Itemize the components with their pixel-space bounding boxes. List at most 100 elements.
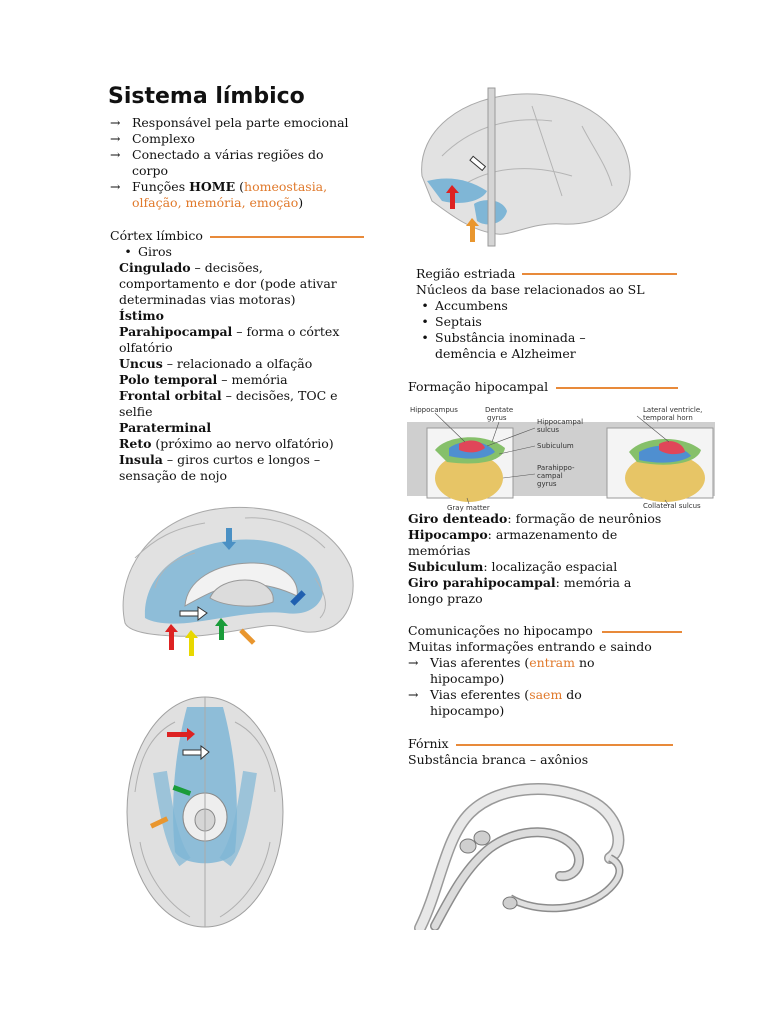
text-line: Subiculum: localização espacial <box>408 559 661 575</box>
term: Reto <box>119 436 152 451</box>
list-item: hipocampo) <box>430 671 505 686</box>
description: : armazenamento de <box>487 527 618 542</box>
text-line: Giro parahipocampal: memória a <box>408 575 661 591</box>
text-line: sensação de nojo <box>119 468 339 484</box>
text-line: Ístimo <box>119 308 339 324</box>
text-line: Uncus – relacionado a olfação <box>119 356 339 372</box>
description: (próximo ao nervo olfatório) <box>151 436 334 451</box>
divider <box>556 387 678 389</box>
hipocampal-heading: Formação hipocampal <box>408 379 549 394</box>
text-line: Frontal orbital – decisões, TOC e <box>119 388 339 404</box>
text-line: Giro denteado: formação de neurônios <box>408 511 661 527</box>
list-item: hipocampo) <box>430 703 505 718</box>
description: memórias <box>408 543 471 558</box>
term: Hipocampo <box>408 527 488 542</box>
comunicacoes-heading: Comunicações no hipocampo <box>408 623 593 638</box>
arrow-icon: → <box>408 655 419 670</box>
svg-text:Gray matter: Gray matter <box>447 504 490 512</box>
list-item: →Vias eferentes (saem do <box>408 687 582 702</box>
ventral-brain-figure <box>115 692 295 932</box>
list-item: →Complexo <box>110 131 195 146</box>
term: Frontal orbital <box>119 388 222 403</box>
term: Paraterminal <box>119 420 212 435</box>
text-line: olfatório <box>119 340 339 356</box>
description: – decisões, <box>190 260 263 275</box>
divider <box>522 273 677 275</box>
list-item: •Accumbens <box>421 298 508 313</box>
intro-list: →Responsável pela parte emocional →Compl… <box>110 115 349 211</box>
list-item: •Septais <box>421 314 482 329</box>
description: – forma o córtex <box>232 324 340 339</box>
description: : memória a <box>555 575 632 590</box>
svg-text:sulcus: sulcus <box>537 426 559 434</box>
estriada-heading: Região estriada <box>416 266 516 281</box>
svg-text:Collateral sulcus: Collateral sulcus <box>643 502 701 510</box>
page-title: Sistema límbico <box>108 84 305 109</box>
list-item: •Giros <box>124 244 172 259</box>
svg-text:campal: campal <box>537 472 563 480</box>
divider <box>456 744 673 746</box>
text-line: determinadas vias motoras) <box>119 292 339 308</box>
arrow-icon: → <box>110 115 121 130</box>
list-item: olfação, memória, emoção) <box>132 195 304 210</box>
description: olfatório <box>119 340 173 355</box>
svg-text:temporal horn: temporal horn <box>643 414 693 422</box>
description: determinadas vias motoras) <box>119 292 296 307</box>
svg-text:Subiculum: Subiculum <box>537 442 574 450</box>
term: Cingulado <box>119 260 191 275</box>
svg-text:Hippocampus: Hippocampus <box>410 406 458 414</box>
list-item: →Responsável pela parte emocional <box>110 115 349 130</box>
description: – decisões, TOC e <box>221 388 338 403</box>
estriada-line: Núcleos da base relacionados ao SL <box>416 282 645 297</box>
text-line: Insula – giros curtos e longos – <box>119 452 339 468</box>
fornix-figure <box>410 778 635 930</box>
list-item: →Vias aferentes (entram no <box>408 655 595 670</box>
text-line: selfie <box>119 404 339 420</box>
text-line: Paraterminal <box>119 420 339 436</box>
description: : localização espacial <box>483 559 618 574</box>
estriada-bullets: •Accumbens •Septais •Substância inominad… <box>415 298 586 362</box>
comunicacoes-line: Muitas informações entrando e saindo <box>408 639 652 654</box>
description: longo prazo <box>408 591 483 606</box>
term: Subiculum <box>408 559 484 574</box>
vias-list: →Vias aferentes (entram no hipocampo) →V… <box>408 655 595 719</box>
description: – relacionado a olfação <box>162 356 313 371</box>
list-item: →Conectado a várias regiões do <box>110 147 324 162</box>
fornix-line: Substância branca – axônios <box>408 752 589 767</box>
svg-text:Hippocampal: Hippocampal <box>537 418 583 426</box>
divider <box>602 631 682 633</box>
arrow-icon: → <box>110 131 121 146</box>
arrow-icon: → <box>408 687 419 702</box>
term: Parahipocampal <box>119 324 233 339</box>
text-line: Cingulado – decisões, <box>119 260 339 276</box>
hippocampal-diagram: Hippocampus Dentate gyrus Hippocampal su… <box>407 400 715 512</box>
svg-text:Parahippo-: Parahippo- <box>537 464 575 472</box>
description: sensação de nojo <box>119 468 228 483</box>
term: Polo temporal <box>119 372 218 387</box>
text-line: comportamento e dor (pode ativar <box>119 276 339 292</box>
description: comportamento e dor (pode ativar <box>119 276 337 291</box>
list-item: →Funções HOME (homeostasia, <box>110 179 328 194</box>
description: – memória <box>217 372 288 387</box>
list-item: •Substância inominada – <box>421 330 586 345</box>
svg-text:gyrus: gyrus <box>487 414 507 422</box>
text-line: Polo temporal – memória <box>119 372 339 388</box>
lateral-brain-figure <box>412 86 634 248</box>
description: selfie <box>119 404 153 419</box>
list-item: demência e Alzheimer <box>435 346 576 361</box>
svg-text:Lateral ventricle,: Lateral ventricle, <box>643 406 702 414</box>
divider <box>210 236 364 238</box>
arrow-icon: → <box>110 147 121 162</box>
svg-text:gyrus: gyrus <box>537 480 557 488</box>
text-line: Reto (próximo ao nervo olfatório) <box>119 436 339 452</box>
text-line: longo prazo <box>408 591 661 607</box>
text-line: memórias <box>408 543 661 559</box>
term: Uncus <box>119 356 163 371</box>
fornix-heading: Fórnix <box>408 736 449 751</box>
medial-brain-figure <box>115 498 358 658</box>
term: Insula <box>119 452 163 467</box>
text-line: Hipocampo: armazenamento de <box>408 527 661 543</box>
cortex-heading: Córtex límbico <box>110 228 203 243</box>
cortex-entries: Cingulado – decisões,comportamento e dor… <box>119 260 339 484</box>
term: Giro denteado <box>408 511 508 526</box>
